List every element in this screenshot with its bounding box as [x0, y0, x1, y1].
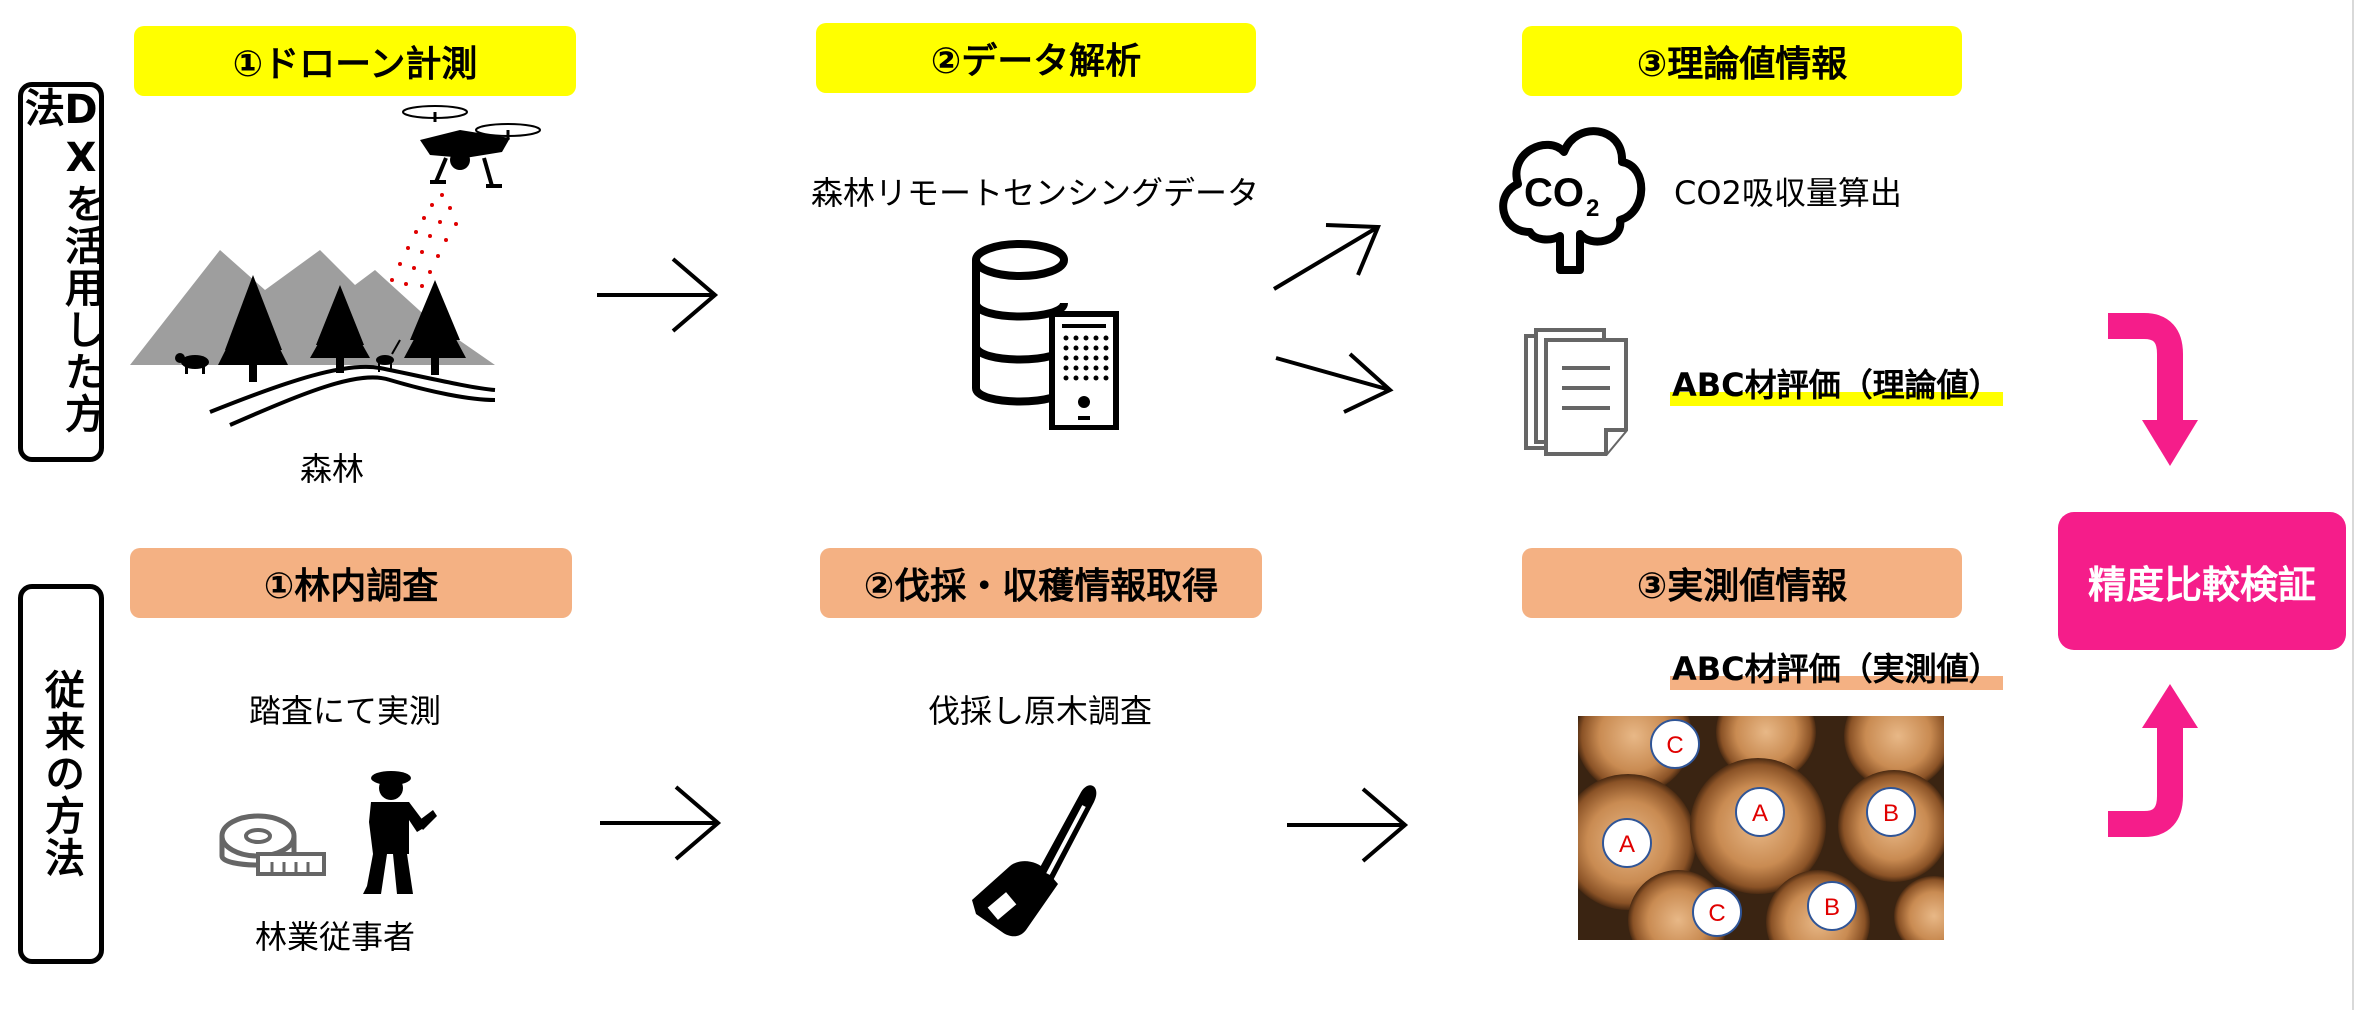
- tape-measure-icon: [219, 813, 326, 876]
- abc-theoretical-caption: ABC材評価（理論値）: [1670, 360, 2003, 406]
- header-harvest-info: ②伐採・収穫情報取得: [820, 548, 1262, 618]
- logging-caption: 伐採し原木調査: [927, 692, 1153, 730]
- row-label-dx-text: DXを活用した方法: [18, 87, 104, 435]
- arrow-diagonal-down-icon: [1275, 352, 1394, 414]
- header-drone-measurement: ①ドローン計測: [134, 26, 576, 96]
- arrow-diagonal-up-icon: [1272, 223, 1381, 291]
- co2-caption: CO2吸収量算出: [1674, 174, 1902, 212]
- header-drone-measurement-text: ①ドローン計測: [232, 44, 478, 85]
- survey-caption: 踏査にて実測: [248, 692, 442, 730]
- header-measured-info-text: ③実測値情報: [1636, 566, 1848, 607]
- documents-icon: [1524, 328, 1628, 456]
- header-forest-survey-text: ①林内調査: [263, 566, 439, 607]
- magenta-arrow-up-icon: [2108, 684, 2198, 837]
- remote-sensing-caption: 森林リモートセンシングデータ: [810, 174, 1260, 212]
- co2-icon-text: CO: [1524, 171, 1584, 215]
- log-badge: B: [1824, 894, 1840, 921]
- right-edge-line: [2352, 0, 2354, 1010]
- log-pile-image: C A A B C B: [1578, 716, 1944, 940]
- header-measured-info: ③実測値情報: [1522, 548, 1962, 618]
- header-theoretical-info: ③理論値情報: [1522, 26, 1962, 96]
- row-label-dx: DXを活用した方法: [18, 82, 104, 462]
- row-label-traditional: 従来の方法: [18, 584, 104, 964]
- database-server-icon: [972, 240, 1119, 430]
- log-badge: B: [1883, 800, 1899, 827]
- abc-measured-caption: ABC材評価（実測値）: [1670, 644, 2003, 690]
- drone-icon: [402, 105, 541, 188]
- arrow-right-icon: [1287, 787, 1409, 863]
- worker-caption: 林業従事者: [254, 918, 416, 956]
- log-badge: A: [1752, 800, 1768, 827]
- log-badge: C: [1708, 900, 1725, 927]
- row-label-traditional-text: 従来の方法: [38, 669, 84, 879]
- co2-icon-sub: 2: [1586, 195, 1599, 222]
- header-data-analysis: ②データ解析: [816, 23, 1256, 93]
- log-badges: C A A B C B: [1602, 719, 1916, 937]
- log-badge: C: [1666, 732, 1683, 759]
- co2-cloud-icon: CO 2: [1499, 127, 1646, 274]
- log-badge: A: [1619, 831, 1635, 858]
- header-harvest-info-text: ②伐採・収穫情報取得: [863, 566, 1219, 607]
- forest-caption: 森林: [299, 450, 365, 488]
- arrow-right-icon: [600, 785, 722, 861]
- header-forest-survey: ①林内調査: [130, 548, 572, 618]
- header-data-analysis-text: ②データ解析: [930, 41, 1142, 82]
- arrow-right-icon: [597, 257, 719, 333]
- forestry-worker-icon: [363, 771, 437, 894]
- chainsaw-icon: [972, 785, 1097, 937]
- accuracy-comparison-text: 精度比較検証: [2087, 562, 2316, 607]
- accuracy-comparison-box: 精度比較検証: [2058, 512, 2346, 650]
- header-theoretical-info-text: ③理論値情報: [1636, 44, 1848, 85]
- magenta-arrow-down-icon: [2108, 313, 2198, 466]
- drone-dots: [390, 193, 458, 288]
- forest-mountain-icon: [130, 105, 541, 427]
